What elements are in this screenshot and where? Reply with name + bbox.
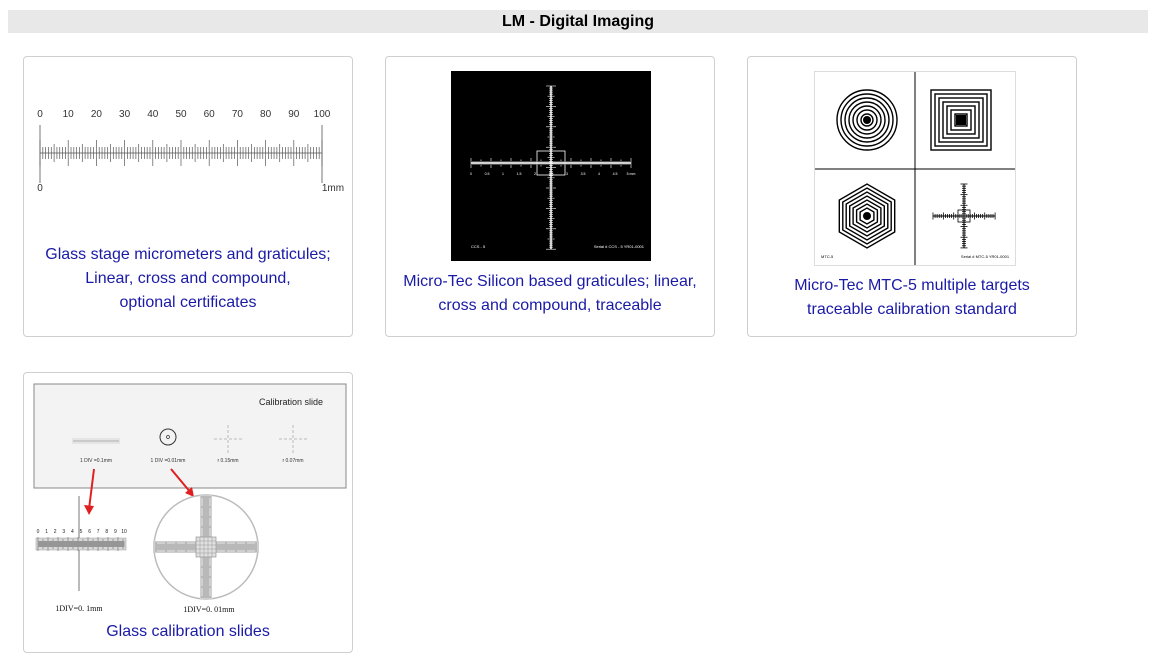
scale-number: 4: [71, 529, 74, 535]
card-stage-micrometers[interactable]: 0 10 20 30 40 50 60 70 80 90 100 0 1mm Glass stage…: [23, 56, 353, 337]
graticule-x-label: 4.5: [613, 172, 618, 176]
graticule-x-label: 0.5: [485, 172, 490, 176]
graticule-x-label: 1: [502, 172, 504, 176]
caption-line: Glass stage micrometers and graticules;: [45, 246, 331, 263]
ruler-tick-label: 80: [260, 109, 272, 120]
scale-number: 10: [121, 529, 127, 535]
scale-number: 8: [105, 529, 108, 535]
ruler-tick-label: 0: [37, 109, 43, 120]
corner-left-label: CCS - 5: [471, 244, 486, 249]
mtc5-targets-image: MTC-5 Serial # MTC-5 YR01-0001: [814, 71, 1016, 266]
slide-label: r 0.07mm: [282, 458, 303, 464]
silicon-graticule-image: 0 0.5 1 1.5 2 2.5 3 3.5 4 4.5 5 mm CCS - 5 Serial …: [451, 71, 651, 261]
slide-label: 1 DIV =0.01mm: [151, 458, 186, 464]
graticule-x-label: 4: [598, 172, 600, 176]
ruler-tick-label: 40: [147, 109, 159, 120]
scale-number: 5: [80, 529, 83, 535]
card-caption[interactable]: Glass calibration slides: [24, 620, 352, 644]
graticule-x-label: 5 mm: [627, 172, 636, 176]
caption-line: Linear, cross and compound,: [85, 270, 291, 287]
slide-bottom-left: 1DIV=0. 1mm: [55, 604, 103, 613]
scale-number: 7: [97, 529, 100, 535]
corner-right-label: Serial # MTC-5 YR01-0001: [961, 254, 1010, 259]
ruler-unit-label: 1mm: [322, 183, 344, 194]
card-caption[interactable]: Micro-Tec MTC-5 multiple targets traceab…: [748, 274, 1076, 322]
graticule-x-label: 2.5: [549, 172, 554, 176]
scale-number: 0: [37, 529, 40, 535]
graticule-x-label: 3.5: [581, 172, 586, 176]
ruler-tick-label: 30: [119, 109, 131, 120]
card-caption[interactable]: Micro-Tec Silicon based graticules; line…: [386, 270, 714, 318]
scale-number: 1: [45, 529, 48, 535]
calibration-slide-image: Calibration slide 1 DIV =0.1mm 1 DIV =0.…: [31, 381, 349, 623]
ruler-tick-label: 10: [63, 109, 75, 120]
slide-bottom-right: 1DIV=0. 01mm: [183, 605, 235, 614]
stage-micrometer-image: 0 10 20 30 40 50 60 70 80 90 100 0 1mm: [32, 105, 352, 200]
caption-line: Glass calibration slides: [106, 623, 270, 640]
ruler-tick-label: 70: [232, 109, 244, 120]
ruler-tick-label: 100: [314, 109, 331, 120]
caption-line: traceable calibration standard: [807, 301, 1017, 318]
scale-number: 3: [62, 529, 65, 535]
ruler-tick-label: 60: [204, 109, 216, 120]
slide-label: r 0.15mm: [217, 458, 238, 464]
section-header: LM - Digital Imaging: [8, 10, 1148, 33]
slide-title: Calibration slide: [259, 397, 323, 407]
ruler-tick-label: 50: [175, 109, 187, 120]
card-mtc5-targets[interactable]: MTC-5 Serial # MTC-5 YR01-0001 Micro-Tec…: [747, 56, 1077, 337]
graticule-x-label: 2: [534, 172, 536, 176]
caption-line: cross and compound, traceable: [438, 297, 662, 314]
ruler-tick-label: 20: [91, 109, 103, 120]
slide-label: 1 DIV =0.1mm: [80, 458, 112, 464]
card-silicon-graticules[interactable]: 0 0.5 1 1.5 2 2.5 3 3.5 4 4.5 5 mm CCS - 5 Serial …: [385, 56, 715, 337]
scale-number: 6: [88, 529, 91, 535]
ruler-zero-label: 0: [37, 183, 43, 194]
ruler-tick-label: 90: [288, 109, 300, 120]
corner-right-label: Serial # CCS - 5 YR01-0001: [594, 244, 645, 249]
card-calibration-slides[interactable]: Calibration slide 1 DIV =0.1mm 1 DIV =0.…: [23, 372, 353, 653]
card-caption[interactable]: Glass stage micrometers and graticules; …: [24, 243, 352, 315]
caption-line: Micro-Tec MTC-5 multiple targets: [794, 277, 1030, 294]
scale-number: 2: [54, 529, 57, 535]
caption-line: optional certificates: [119, 294, 257, 311]
graticule-x-label: 0: [470, 172, 472, 176]
graticule-x-label: 3: [566, 172, 568, 176]
graticule-x-label: 1.5: [517, 172, 522, 176]
corner-left-label: MTC-5: [821, 254, 834, 259]
caption-line: Micro-Tec Silicon based graticules; line…: [403, 273, 697, 290]
scale-number: 9: [114, 529, 117, 535]
